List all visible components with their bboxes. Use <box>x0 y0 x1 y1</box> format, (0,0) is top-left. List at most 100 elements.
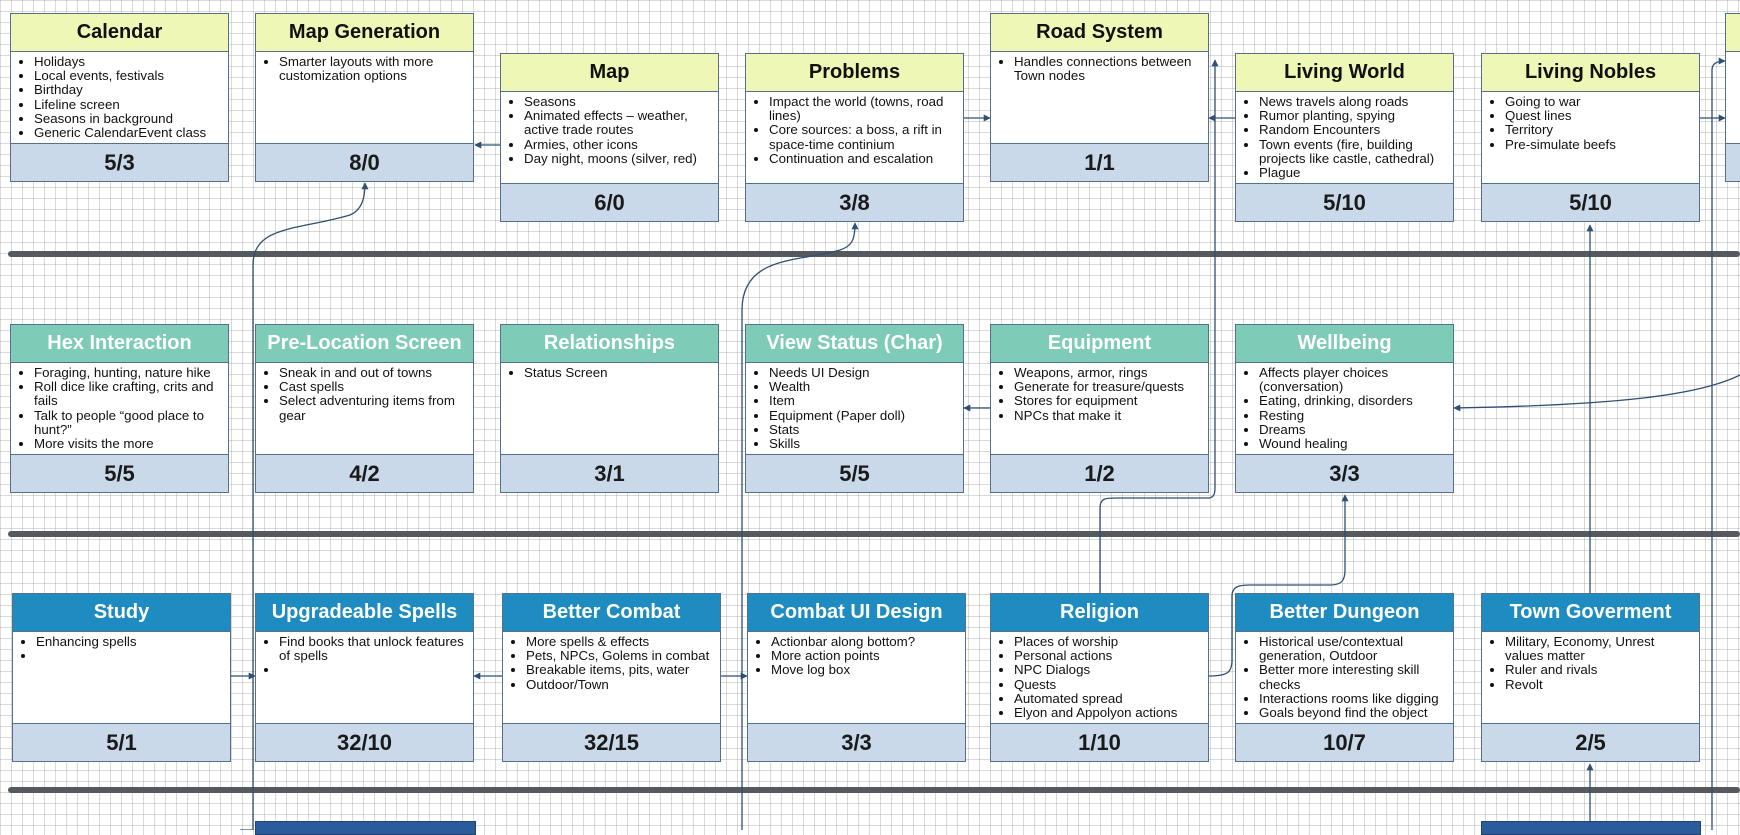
card-items: Sneak in and out of towns Cast spells Se… <box>256 365 473 423</box>
card-item: Plague <box>1259 165 1449 180</box>
card-body: Historical use/contextual generation, Ou… <box>1236 632 1453 723</box>
card-item: Places of worship <box>1014 634 1204 649</box>
card-title: Living World <box>1236 54 1453 92</box>
card-title: Hex Interaction <box>11 325 228 363</box>
card-item: Generic CalendarEvent class <box>34 125 224 140</box>
card-map-generation[interactable]: Map Generation Smarter layouts with more… <box>255 13 474 182</box>
connector-offscreen-to-wellbeing <box>1453 374 1740 412</box>
card-item: Wound healing <box>1259 436 1449 451</box>
card-hex-interaction[interactable]: Hex Interaction Foraging, hunting, natur… <box>10 324 229 493</box>
card-town-government[interactable]: Town Goverment Military, Economy, Unrest… <box>1481 593 1700 762</box>
card-body: Military, Economy, Unrest values matter … <box>1482 632 1699 723</box>
card-items: Seasons Animated effects – weather, acti… <box>501 94 718 166</box>
card-item: Personal actions <box>1014 649 1204 663</box>
card-item: Seasons <box>524 94 714 109</box>
card-combat-ui-design[interactable]: Combat UI Design Actionbar along bottom?… <box>747 593 966 762</box>
card-title: Pre-Location Screen <box>256 325 473 363</box>
offscreen-card-right[interactable] <box>1725 13 1740 182</box>
card-item: Historical use/contextual generation, Ou… <box>1259 634 1449 663</box>
card-title: Relationships <box>501 325 718 363</box>
card-item: Territory <box>1505 123 1695 137</box>
card-item: Status Screen <box>524 365 714 380</box>
card-items: Holidays Local events, festivals Birthda… <box>11 54 228 140</box>
card-count: 3/3 <box>748 723 965 761</box>
card-item: Lifeline screen <box>34 97 224 112</box>
card-map[interactable]: Map Seasons Animated effects – weather, … <box>500 53 719 222</box>
card-body: Find books that unlock features of spell… <box>256 632 473 723</box>
card-better-combat[interactable]: Better Combat More spells & effects Pets… <box>502 593 721 762</box>
card-body: Going to war Quest lines Territory Pre-s… <box>1482 92 1699 183</box>
card-item: Eating, drinking, disorders <box>1259 394 1449 408</box>
card-body: Sneak in and out of towns Cast spells Se… <box>256 363 473 454</box>
card-count: 10/7 <box>1236 723 1453 761</box>
card-body: Holidays Local events, festivals Birthda… <box>11 52 228 143</box>
card-living-nobles[interactable]: Living Nobles Going to war Quest lines T… <box>1481 53 1700 222</box>
card-body: Status Screen <box>501 363 718 454</box>
card-item: Weapons, armor, rings <box>1014 365 1204 380</box>
card-equipment[interactable]: Equipment Weapons, armor, rings Generate… <box>990 324 1209 493</box>
card-calendar[interactable]: Calendar Holidays Local events, festival… <box>10 13 229 182</box>
connector-dungeon-to-wellbeing <box>1208 494 1349 677</box>
card-title: Map Generation <box>256 14 473 52</box>
card-count: 1/10 <box>991 723 1208 761</box>
card-pre-location-screen[interactable]: Pre-Location Screen Sneak in and out of … <box>255 324 474 493</box>
card-item: Item <box>769 394 959 408</box>
card-count: 5/3 <box>11 143 228 181</box>
card-item: Sneak in and out of towns <box>279 365 469 380</box>
card-item: Rumor planting, spying <box>1259 109 1449 123</box>
card-relationships[interactable]: Relationships Status Screen 3/1 <box>500 324 719 493</box>
card-item: Birthday <box>34 83 224 97</box>
card-items: Find books that unlock features of spell… <box>256 634 473 678</box>
card-items: Military, Economy, Unrest values matter … <box>1482 634 1699 692</box>
card-title: Equipment <box>991 325 1208 363</box>
card-body: Affects player choices (conversation) Ea… <box>1236 363 1453 454</box>
card-item: Find books that unlock features of spell… <box>279 634 469 663</box>
card-study[interactable]: Study Enhancing spells 5/1 <box>12 593 231 762</box>
card-item: Needs UI Design <box>769 365 959 380</box>
card-item: Roll dice like crafting, crits and fails <box>34 380 224 409</box>
card-item: Automated spread <box>1014 691 1204 706</box>
card-item: Affects player choices (conversation) <box>1259 365 1449 394</box>
card-view-status[interactable]: View Status (Char) Needs UI Design Wealt… <box>745 324 964 493</box>
card-items: Impact the world (towns, road lines) Cor… <box>746 94 963 166</box>
card-problems[interactable]: Problems Impact the world (towns, road l… <box>745 53 964 222</box>
connector-mapgen-from-below <box>240 182 369 830</box>
card-item: Handles connections between Town nodes <box>1014 54 1204 83</box>
card-item: Pre-simulate beefs <box>1505 137 1695 152</box>
card-body: Weapons, armor, rings Generate for treas… <box>991 363 1208 454</box>
card-title: Upgradeable Spells <box>256 594 473 632</box>
card-item: Random Encounters <box>1259 123 1449 137</box>
card-better-dungeon[interactable]: Better Dungeon Historical use/contextual… <box>1235 593 1454 762</box>
card-wellbeing[interactable]: Wellbeing Affects player choices (conver… <box>1235 324 1454 493</box>
card-item: Ruler and rivals <box>1505 663 1695 677</box>
card-item: NPC Dialogs <box>1014 663 1204 677</box>
card-body: Actionbar along bottom? More action poin… <box>748 632 965 723</box>
card-upgradeable-spells[interactable]: Upgradeable Spells Find books that unloc… <box>255 593 474 762</box>
card-road-system[interactable]: Road System Handles connections between … <box>990 13 1209 182</box>
card-item: Move log box <box>771 663 961 677</box>
card-items: Historical use/contextual generation, Ou… <box>1236 634 1453 720</box>
card-item: Pets, NPCs, Golems in combat <box>526 649 716 663</box>
connector-religion-to-road <box>1099 59 1219 593</box>
card-title: Better Dungeon <box>1236 594 1453 632</box>
card-count: 3/3 <box>1236 454 1453 492</box>
card-title: Road System <box>991 14 1208 52</box>
card-item: Interactions rooms like digging <box>1259 691 1449 706</box>
row-divider-2 <box>8 531 1740 537</box>
card-count: 3/8 <box>746 183 963 221</box>
card-item: More action points <box>771 649 961 663</box>
card-item: Town events (fire, building projects lik… <box>1259 137 1449 166</box>
row-divider-3 <box>8 787 1740 793</box>
card-living-world[interactable]: Living World News travels along roads Ru… <box>1235 53 1454 222</box>
connector-offscreen-to-offscreen <box>1711 57 1726 830</box>
card-title: Better Combat <box>503 594 720 632</box>
card-item: Select adventuring items from gear <box>279 394 469 423</box>
card-item: Wealth <box>769 380 959 394</box>
card-title: Town Goverment <box>1482 594 1699 632</box>
card-item: Actionbar along bottom? <box>771 634 961 649</box>
card-item: Cast spells <box>279 380 469 394</box>
card-religion[interactable]: Religion Places of worship Personal acti… <box>990 593 1209 762</box>
card-count: 32/15 <box>503 723 720 761</box>
card-body: Handles connections between Town nodes <box>991 52 1208 143</box>
